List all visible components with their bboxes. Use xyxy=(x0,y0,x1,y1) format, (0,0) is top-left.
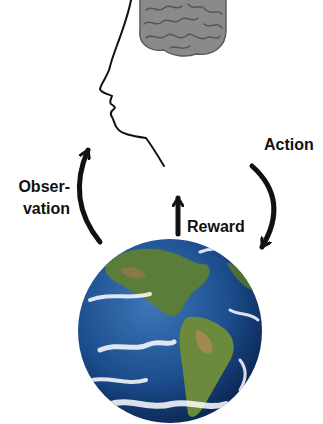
earth xyxy=(78,239,262,423)
brain-fold xyxy=(170,46,190,48)
globe xyxy=(78,239,262,423)
arrows xyxy=(79,150,274,247)
desert xyxy=(120,267,146,278)
brain-fold xyxy=(146,6,182,10)
cloud xyxy=(230,310,258,320)
brain-fold xyxy=(188,4,222,14)
arrow-label: Obser- vation xyxy=(4,176,70,220)
arrow-label: Reward xyxy=(187,216,267,238)
head-outline xyxy=(100,0,164,166)
brain-folds xyxy=(144,4,222,48)
globe-surface xyxy=(90,249,258,417)
brain xyxy=(140,0,226,56)
cloud xyxy=(110,402,226,406)
brain-shape xyxy=(140,0,226,56)
cloud xyxy=(240,360,245,390)
cloud xyxy=(92,379,146,382)
desert xyxy=(196,330,212,353)
brain-fold xyxy=(204,24,222,28)
cloud xyxy=(90,294,150,300)
clouds xyxy=(90,249,258,406)
cloud xyxy=(100,342,174,350)
reward-arrow xyxy=(176,198,181,234)
continent xyxy=(226,262,258,292)
continent xyxy=(106,249,210,316)
arrow-label: Action xyxy=(264,134,320,156)
brain-fold xyxy=(144,18,198,24)
action-arrow xyxy=(252,166,274,247)
brain-fold xyxy=(146,34,220,39)
observation-arrow xyxy=(79,150,100,242)
cloud xyxy=(200,249,244,258)
